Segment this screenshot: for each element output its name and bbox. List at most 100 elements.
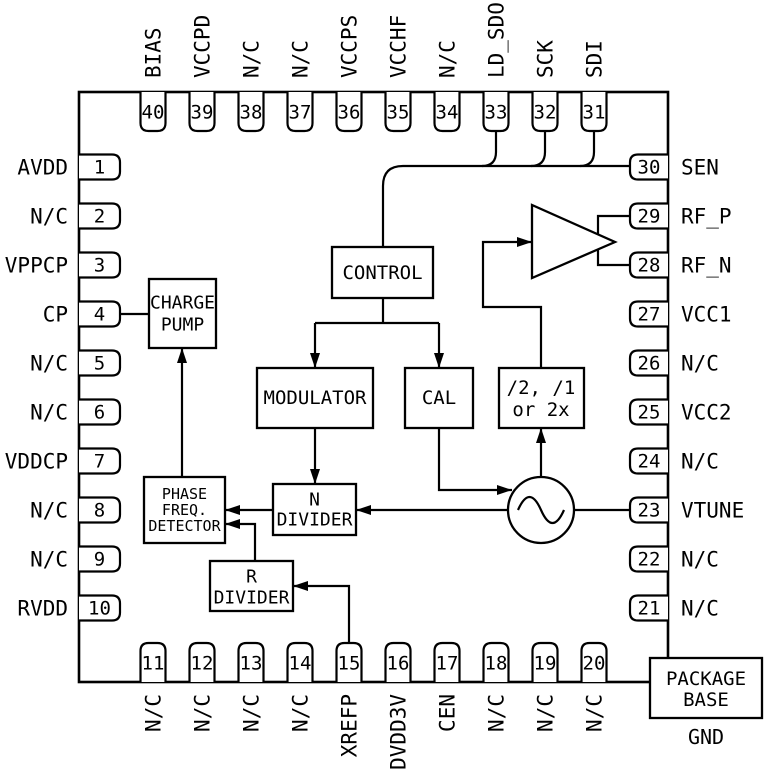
r-divider-label-line2: DIVIDER xyxy=(214,588,290,609)
modulator-label: MODULATOR xyxy=(264,387,368,409)
wire-cal-to-vco xyxy=(437,428,512,495)
pin-label: N/C xyxy=(240,694,264,732)
pin-number: 20 xyxy=(583,653,606,675)
pin-number: 14 xyxy=(289,653,312,675)
pin-number: 30 xyxy=(638,157,661,179)
pin-label: RF_P xyxy=(681,205,732,229)
divider-mux-label-line1: /2, /1 xyxy=(507,377,576,399)
pin-number: 34 xyxy=(436,102,459,124)
pin-number: 4 xyxy=(94,304,105,326)
pin-label: CP xyxy=(43,303,68,327)
pin-group-top: 40BIAS39VCCPD38N/C37N/C36VCCPS35VCCHF34N… xyxy=(139,2,608,133)
pin-label: CEN xyxy=(436,694,460,732)
chip-outline xyxy=(77,90,670,684)
pin-35: 35 VCCHF xyxy=(384,15,412,133)
pin-18: 18N/C xyxy=(482,641,510,732)
cal-block xyxy=(403,366,475,430)
pin-23: 23 VTUNE xyxy=(628,496,744,524)
pin-group-bottom: 11N/C12N/C13N/C14N/C15XREFP16DVDD3V17CEN… xyxy=(139,641,608,770)
pin-tab xyxy=(628,594,668,622)
pin-label: VTUNE xyxy=(681,499,744,523)
pin-tab xyxy=(628,300,668,328)
pin-24: 24 N/C xyxy=(628,447,719,475)
pin-label: SDI xyxy=(583,40,607,78)
control-label: CONTROL xyxy=(342,262,422,284)
pin-label: N/C xyxy=(681,450,719,474)
pin-tab xyxy=(433,92,461,133)
pin-label: XREFP xyxy=(338,694,362,757)
pin-tab xyxy=(384,641,412,682)
pin-tab xyxy=(628,153,668,181)
pin-label: VCCPD xyxy=(191,15,215,78)
pin-number: 32 xyxy=(534,102,557,124)
pin-label: N/C xyxy=(681,352,719,376)
pin-label: VDDCP xyxy=(5,450,68,474)
r-divider-label-line1: R xyxy=(246,567,257,588)
pin-tab xyxy=(628,202,668,230)
pin-tab xyxy=(628,496,668,524)
pin-number: 18 xyxy=(485,653,508,675)
pin-number: 37 xyxy=(289,102,312,124)
pin-number: 23 xyxy=(638,500,661,522)
pin-number: 24 xyxy=(638,451,661,473)
pin-tab xyxy=(79,545,122,573)
pin-29: 29 RF_P xyxy=(628,202,732,230)
pin-label: N/C xyxy=(289,694,313,732)
modulator-block xyxy=(255,366,375,430)
pin-tab xyxy=(79,153,122,181)
pin-tab xyxy=(482,641,510,682)
pin-39: 39 VCCPD xyxy=(188,15,216,133)
pin-tab xyxy=(79,251,122,279)
pin-label: SEN xyxy=(681,156,719,180)
wire-rdivider-to-pfd xyxy=(225,519,257,561)
pin-tab xyxy=(384,92,412,133)
pin-number: 39 xyxy=(191,102,214,124)
cal-label: CAL xyxy=(422,387,456,409)
pin-tab xyxy=(188,92,216,133)
pin-tab xyxy=(79,398,122,426)
pin-label: N/C xyxy=(485,694,509,732)
wire-control-splitter xyxy=(315,298,439,325)
wire-xrefp-to-rdivider xyxy=(293,581,351,643)
pin-38: 38N/C xyxy=(237,40,265,133)
pin-number: 16 xyxy=(387,653,410,675)
pin-5: 5N/C xyxy=(30,349,122,377)
pin-14: 14N/C xyxy=(286,641,314,732)
pin-label: N/C xyxy=(436,40,460,78)
control-block xyxy=(330,245,435,300)
rf-buffer-amplifier-triangle-icon xyxy=(530,203,618,280)
wire-serial-bus-to-control xyxy=(381,164,630,247)
pin-label: VCCHF xyxy=(387,15,411,78)
pin-label: N/C xyxy=(30,205,68,229)
pin-tab xyxy=(335,641,363,682)
pin-number: 35 xyxy=(387,102,410,124)
pin-label: N/C xyxy=(30,401,68,425)
pin-number: 9 xyxy=(94,549,105,571)
pin-label: DVDD3V xyxy=(387,694,411,770)
n-divider-label-line1: N xyxy=(309,490,320,511)
pin-number: 29 xyxy=(638,206,661,228)
pin-tab xyxy=(335,92,363,133)
pin-number: 12 xyxy=(191,653,214,675)
wire-buffer-to-rfn xyxy=(596,249,630,267)
pin-number: 40 xyxy=(142,102,165,124)
sine-wave-glyph xyxy=(516,495,566,525)
pin-number: 3 xyxy=(94,255,105,277)
pin-tab xyxy=(580,641,608,682)
pin-label: N/C xyxy=(289,40,313,78)
charge-pump-block xyxy=(147,277,218,350)
pin-tab xyxy=(79,202,122,230)
pin-group-left: 1AVDD2N/C3VPPCP4CP5N/C6N/C7VDDCP8N/C9N/C… xyxy=(5,153,122,622)
pin-label: LD_SDO xyxy=(485,2,509,78)
pin-number: 28 xyxy=(638,255,661,277)
